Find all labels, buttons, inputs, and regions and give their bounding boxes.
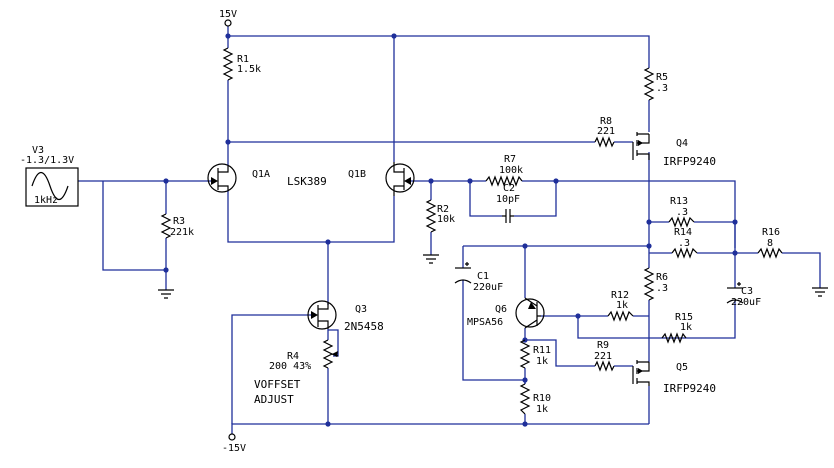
r1-value: 1.5k <box>237 64 261 75</box>
r4-value: 200 43% <box>269 361 311 372</box>
r3-name: R3 <box>173 216 185 227</box>
supply-neg-label: -15V <box>222 443 246 454</box>
resistor-r11: R11 1k <box>519 339 551 369</box>
resistor-r8: R8 221 <box>594 116 615 148</box>
r4-name: R4 <box>287 351 299 362</box>
r10-name: R10 <box>533 393 551 404</box>
r9-value: 221 <box>594 351 612 362</box>
r13-name: R13 <box>670 196 688 207</box>
v3-value: -1.3/1.3V <box>20 155 74 166</box>
resistor-r16: R16 8 <box>757 227 783 259</box>
c1-value: 220uF <box>473 282 503 293</box>
r16-name: R16 <box>762 227 780 238</box>
q1-part-number: LSK389 <box>287 175 327 188</box>
capacitor-c2: C2 10pF <box>496 183 520 223</box>
r6-name: R6 <box>656 272 668 283</box>
ground-symbol-r3 <box>158 289 174 299</box>
resistor-r5: R5 .3 <box>643 67 668 101</box>
resistor-r7: R7 100k <box>485 154 523 187</box>
q6-part-number: MPSA56 <box>467 317 503 328</box>
q5-name: Q5 <box>676 362 688 373</box>
resistor-r10: R10 1k <box>519 383 551 415</box>
r11-value: 1k <box>536 356 548 367</box>
r12-name: R12 <box>611 290 629 301</box>
q1b-name: Q1B <box>348 169 366 180</box>
supply-pos-terminal: 15V <box>219 9 237 27</box>
q1a-name: Q1A <box>252 169 270 180</box>
r14-value: .3 <box>678 238 690 249</box>
voltage-source-v3: V3 -1.3/1.3V 1kHz <box>20 145 79 207</box>
resistor-r6: R6 .3 <box>643 267 668 301</box>
resistor-r14: R14 .3 <box>671 227 698 259</box>
resistor-r3: R3 221k <box>160 213 194 239</box>
resistor-r13: R13 .3 <box>668 196 695 228</box>
c2-value: 10pF <box>496 194 520 205</box>
ground-symbol-output <box>812 287 828 297</box>
c2-name: C2 <box>503 183 515 194</box>
offset-adjust-note: VOFFSET ADJUST <box>254 378 301 406</box>
c1-name: C1 <box>477 271 489 282</box>
c3-name: C3 <box>741 286 753 297</box>
c3-value: 220uF <box>731 297 761 308</box>
r15-value: 1k <box>680 322 692 333</box>
note-line-1: VOFFSET <box>254 378 301 391</box>
r16-value: 8 <box>767 238 773 249</box>
jfet-q1a: Q1A <box>207 163 270 193</box>
r12-value: 1k <box>616 300 628 311</box>
r10-value: 1k <box>536 404 548 415</box>
r6-value: .3 <box>656 283 668 294</box>
resistor-r15: R15 1k <box>661 312 693 344</box>
r7-name: R7 <box>504 154 516 165</box>
v3-frequency: 1kHz <box>34 195 58 206</box>
r2-value: 10k <box>437 214 455 225</box>
jfet-q3: Q3 2N5458 <box>307 300 384 333</box>
r2-name: R2 <box>437 204 449 215</box>
r1-name: R1 <box>237 54 249 65</box>
junctions <box>163 33 738 427</box>
r5-name: R5 <box>656 72 668 83</box>
r15-name: R15 <box>675 312 693 323</box>
r3-value: 221k <box>170 227 194 238</box>
wires <box>78 26 821 434</box>
r7-value: 100k <box>499 165 523 176</box>
potentiometer-r4: R4 200 43% <box>269 339 339 372</box>
resistor-r1: R1 1.5k <box>222 47 261 81</box>
v3-name: V3 <box>32 145 44 156</box>
capacitor-c3: C3 220uF <box>726 282 761 308</box>
resistor-r12: R12 1k <box>607 290 634 322</box>
r5-value: .3 <box>656 83 668 94</box>
supply-neg-terminal: -15V <box>222 433 246 454</box>
capacitor-c1: C1 220uF <box>454 262 503 293</box>
note-line-2: ADJUST <box>254 393 294 406</box>
mosfet-q5: Q5 IRFP9240 <box>632 360 716 395</box>
r13-value: .3 <box>676 207 688 218</box>
jfet-q1b: Q1B <box>348 162 415 196</box>
ground-symbol-r2 <box>423 254 439 264</box>
r9-name: R9 <box>597 340 609 351</box>
supply-pos-label: 15V <box>219 9 237 20</box>
resistor-r2: R2 10k <box>425 199 455 233</box>
q3-name: Q3 <box>355 304 367 315</box>
mosfet-q4: Q4 IRFP9240 <box>632 132 716 168</box>
r14-name: R14 <box>674 227 692 238</box>
resistor-r9: R9 221 <box>594 340 615 372</box>
bjt-q6: Q6 MPSA56 <box>467 297 545 329</box>
q5-part-number: IRFP9240 <box>663 382 716 395</box>
q3-part-number: 2N5458 <box>344 320 384 333</box>
r8-name: R8 <box>600 116 612 127</box>
r11-name: R11 <box>533 345 551 356</box>
r8-value: 221 <box>597 126 615 137</box>
q4-name: Q4 <box>676 138 688 149</box>
q4-part-number: IRFP9240 <box>663 155 716 168</box>
q6-name: Q6 <box>495 304 507 315</box>
